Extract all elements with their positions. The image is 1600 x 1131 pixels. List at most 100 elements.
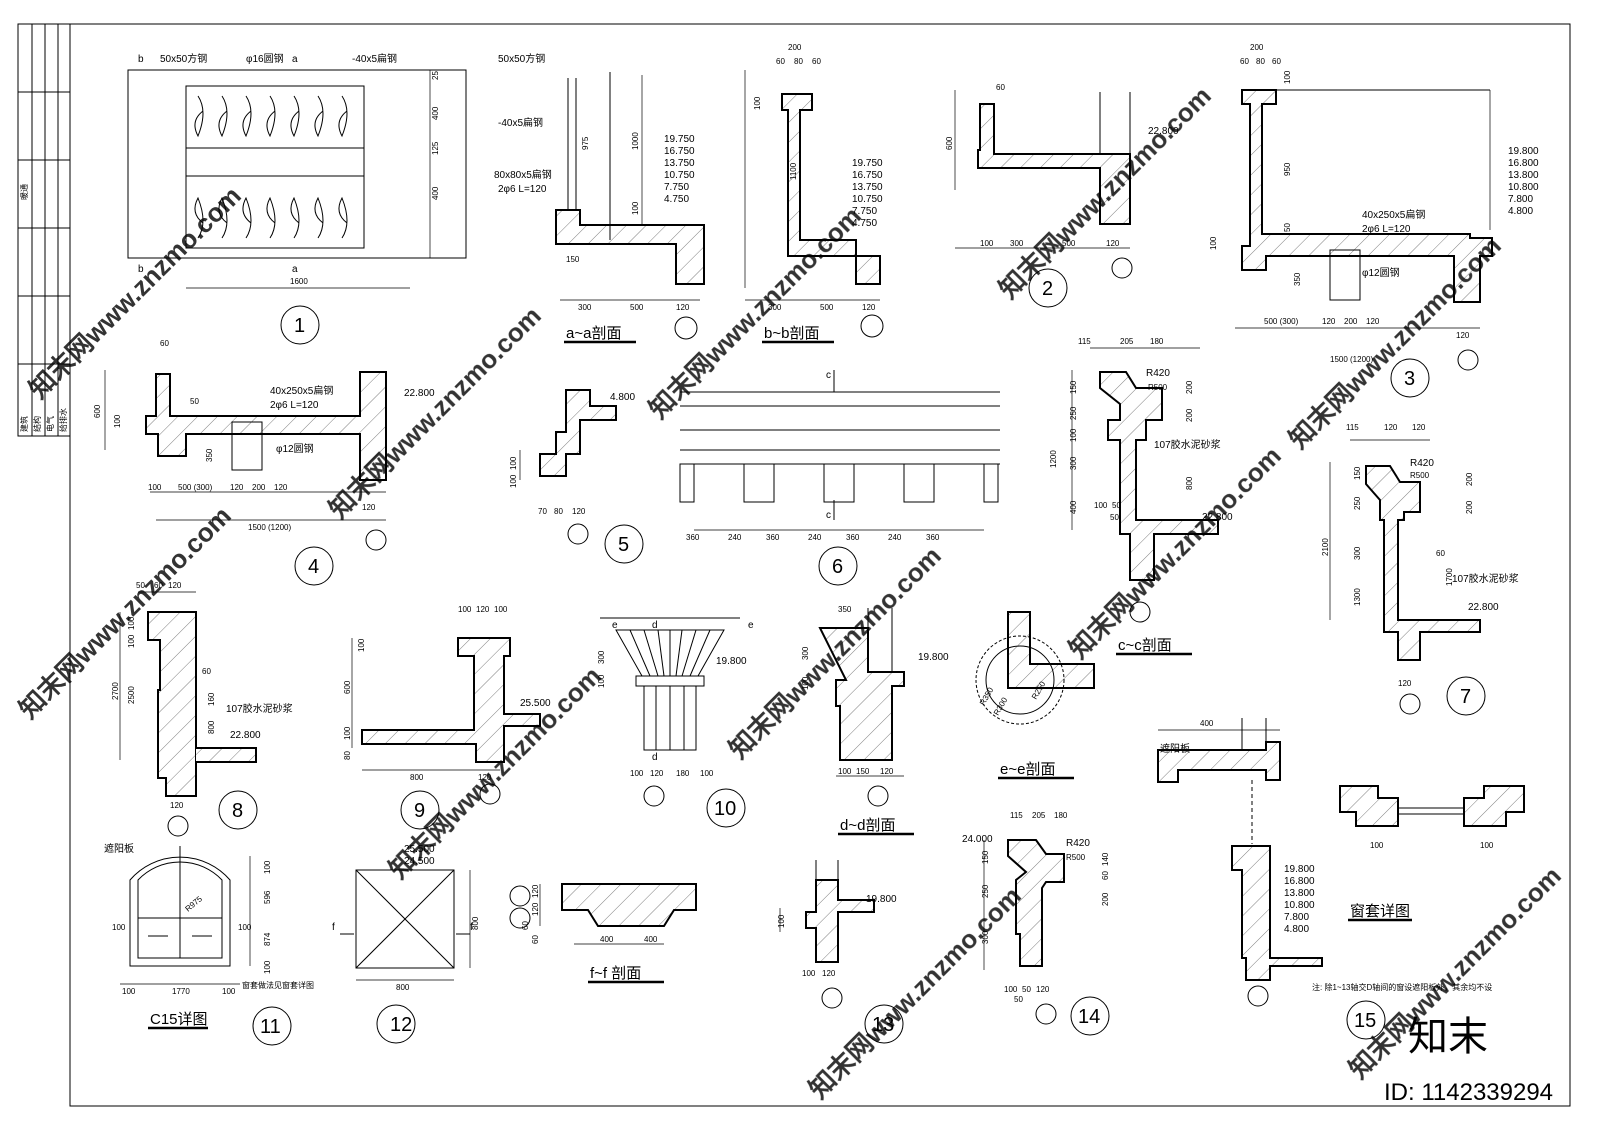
detail-9: 25.500 100 120 100 100 600 100 80 800 12… [343, 605, 551, 830]
aa-level-3: 13.750 [664, 158, 695, 169]
d3-level-1: 19.800 [1508, 146, 1539, 157]
detail-6: c c 360 240 360 240 360 240 360 6 [679, 370, 1000, 586]
aa-label-angle-steel: 80x80x5扁钢 [494, 168, 552, 181]
d13-dim-100b: 100 [802, 969, 816, 978]
d13-dim-100a: 100 [777, 914, 786, 928]
d9-number: 9 [414, 800, 425, 822]
ee-label-r350: R350 [978, 685, 996, 707]
d14-dim-150: 150 [981, 850, 990, 864]
detail-7: 115 120 120 150 250 300 1300 2100 200 20… [1321, 423, 1519, 716]
d9-dim-100b: 100 [494, 605, 508, 614]
cc-dim-800: 800 [1185, 476, 1194, 490]
d7-dim-120c: 120 [1398, 679, 1412, 688]
aa-level-6: 4.750 [664, 194, 689, 205]
d7-dim-150: 150 [1353, 466, 1362, 480]
d3-dim-100b: 100 [1209, 236, 1218, 250]
bb-level-4: 10.750 [852, 194, 883, 205]
watermark-text: 知末网www.znzmo.com [23, 180, 247, 404]
d1-number: 1 [294, 315, 305, 337]
d11-dim-1770: 1770 [172, 987, 190, 996]
aa-caption: a~a剖面 [566, 325, 621, 342]
d5-dim-80: 80 [554, 507, 563, 516]
d14-dim-120: 120 [1036, 985, 1050, 994]
d12-mark-f-right: f [470, 922, 473, 933]
ff-dim-60b: 60 [531, 935, 540, 944]
d15-level-6: 4.800 [1284, 924, 1309, 935]
dd-dim-150: 150 [856, 767, 870, 776]
d4-dim-120c: 120 [362, 503, 376, 512]
d11-dim-100d: 100 [222, 987, 236, 996]
d1-dim-25: 25 [431, 71, 440, 80]
d14-dim-250: 250 [981, 884, 990, 898]
d9-dim-120: 120 [476, 605, 490, 614]
bb-level-3: 13.750 [852, 182, 883, 193]
cc-dim-115: 115 [1078, 337, 1091, 346]
d13-level: 19.800 [866, 894, 897, 905]
detail-2: 22.800 60 600 100 300 500 120 2 [945, 83, 1179, 308]
d1-dim-1600: 1600 [290, 277, 308, 286]
aa-dim-1000: 1000 [631, 132, 640, 150]
d1-dim-125: 125 [431, 141, 440, 155]
d12-level-1: 25.500 [404, 844, 435, 855]
d4-level: 22.800 [404, 388, 435, 399]
d6-dim-1: 360 [686, 533, 700, 542]
d7-dim-120b: 120 [1412, 423, 1426, 432]
d15-dim-100a: 100 [1370, 841, 1384, 850]
sheet-frame [17, 23, 1571, 1107]
section-ff: 120 120 60 60 400 400 f~f 剖面 [509, 883, 697, 984]
d15-number: 15 [1354, 1010, 1376, 1032]
aa-dim-975: 975 [581, 136, 590, 150]
d11-label-radius: R975 [184, 894, 205, 914]
d6-dim-5: 360 [846, 533, 860, 542]
cc-dim-100: 100 [1069, 428, 1078, 442]
d14-dim-115: 115 [1010, 811, 1023, 820]
d7-dim-1700: 1700 [1445, 568, 1454, 586]
d10-dim-180: 180 [676, 769, 690, 778]
d15-note: 注: 除1~13轴交D轴间的窗设遮阳板外，其余均不设 [1312, 982, 1492, 992]
bb-level-6: 4.750 [852, 218, 877, 229]
d11-dim-100b: 100 [238, 923, 252, 932]
ff-dim-120a: 120 [531, 884, 540, 898]
d8-dim-100b: 100 [127, 634, 136, 648]
dd-dim-100b: 100 [838, 767, 852, 776]
detail-8: 50 60 120 100 100 2700 2500 60 160 800 1… [111, 581, 293, 837]
d5-dim-100b: 100 [509, 474, 518, 488]
detail-14: 24.000 115 205 180 150 250 300 140 60 20… [962, 811, 1110, 1036]
aa-level-1: 19.750 [664, 134, 695, 145]
d8-dim-60: 60 [154, 581, 163, 590]
d2-number: 2 [1042, 278, 1053, 300]
d8-dim-120a: 120 [168, 581, 182, 590]
d14-dim-205: 205 [1032, 811, 1046, 820]
dd-caption: d~d剖面 [840, 817, 895, 834]
d7-number: 7 [1460, 686, 1471, 708]
aa-dim-500: 500 [630, 303, 644, 312]
d10-flutes [629, 629, 711, 677]
d7-dim-200a: 200 [1465, 472, 1474, 486]
d9-dim-600: 600 [343, 680, 352, 694]
d14-dim-50b: 50 [1014, 995, 1023, 1004]
ff-caption: f~f 剖面 [590, 965, 641, 982]
discipline-hvac: 暖通 [19, 184, 29, 200]
d6-dim-2: 240 [728, 533, 742, 542]
d14-label-r500: R500 [1066, 853, 1086, 862]
aa-level-4: 10.750 [664, 170, 695, 181]
d10-dim-100c: 100 [700, 769, 714, 778]
d8-dim-100a: 100 [127, 616, 136, 630]
d3-dim-120c: 120 [1456, 331, 1470, 340]
bb-caption: b~b剖面 [764, 325, 819, 342]
d7-dim-2100: 2100 [1321, 538, 1330, 556]
d1-mark-a-top: a [292, 54, 298, 65]
watermark-text: 知末网www.znzmo.com [323, 300, 547, 524]
d4-dim-120a: 120 [230, 483, 244, 492]
d14-dim-200: 200 [1101, 892, 1110, 906]
d3-dim-80: 80 [1256, 57, 1265, 66]
dd-dim-350: 350 [838, 605, 852, 614]
cc-dim-100b: 100 [1094, 501, 1108, 510]
d2-dim-500: 500 [1062, 239, 1076, 248]
d8-dim-2500: 2500 [127, 686, 136, 704]
d3-dim-500-300: 500 (300) [1264, 317, 1299, 326]
d14-dim-100: 100 [1004, 985, 1018, 994]
d3-dim-1500: 1500 (1200) [1330, 355, 1373, 364]
d3-dim-950: 950 [1283, 162, 1292, 176]
